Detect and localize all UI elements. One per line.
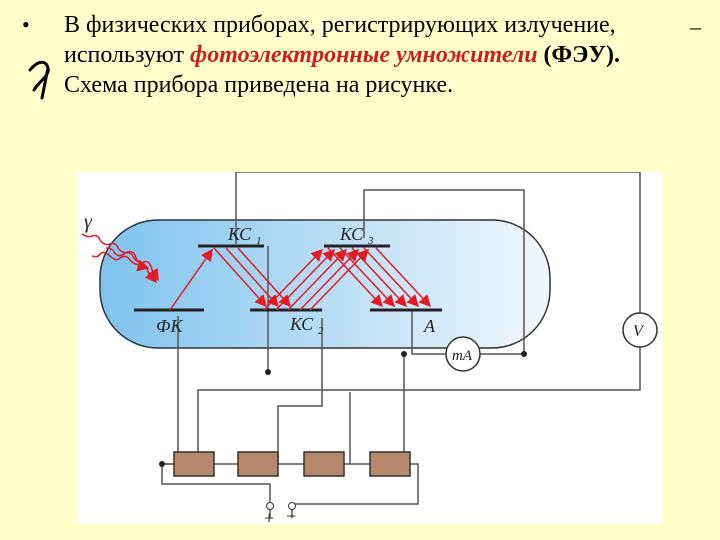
dynode-2-subscript: 2 <box>318 325 324 337</box>
corner-dash: – <box>690 14 701 39</box>
minus-sign: − <box>286 506 296 524</box>
photocathode-label: ФК <box>156 316 183 336</box>
plus-sign: + <box>264 508 274 524</box>
dynode-1-subscript: 1 <box>256 235 262 247</box>
dynode-3-subscript: 3 <box>367 235 374 247</box>
battery-cell-1 <box>173 451 215 477</box>
battery-cell-2 <box>237 451 279 477</box>
pmt-diagram: γ ФК КС 1 КС 2 КС 3 A mA V + − <box>78 171 662 528</box>
battery-chain <box>173 451 411 477</box>
milliammeter <box>445 336 481 372</box>
anode-label: A <box>423 316 436 336</box>
battery-cell-4 <box>369 451 411 477</box>
dynode-1-label: КС <box>227 224 252 244</box>
pmt-schematic: γ ФК КС 1 КС 2 КС 3 A mA V + − <box>81 171 658 528</box>
gamma-label: γ <box>84 211 93 233</box>
battery-cell-3 <box>303 451 345 477</box>
circuit-wires <box>161 171 641 518</box>
dynode-3-label: КС <box>339 224 364 244</box>
junction-dots <box>159 351 527 467</box>
paragraph-intro: В физических приборах, регистрирующих из… <box>64 12 616 68</box>
voltmeter-label: V <box>633 323 645 340</box>
term-highlight: фотоэлектронные умножители <box>190 42 538 68</box>
voltmeter <box>622 312 658 348</box>
abbreviation: (ФЭУ). <box>543 42 621 68</box>
margin-handwritten-mark <box>28 60 50 100</box>
dynode-2-label: КС <box>289 314 314 334</box>
paragraph-text: В физических приборах, регистрирующих из… <box>64 10 662 100</box>
plus-terminal <box>266 502 274 510</box>
bullet-marker: • <box>22 12 30 37</box>
minus-terminal <box>288 502 296 510</box>
electron-beams <box>169 247 432 311</box>
paragraph-outro: Схема прибора приведена на рисунке. <box>64 72 454 98</box>
milliammeter-label: mA <box>452 348 473 364</box>
gamma-rays <box>81 233 159 284</box>
bullet-paragraph: • В физических приборах, регистрирующих … <box>22 10 662 100</box>
